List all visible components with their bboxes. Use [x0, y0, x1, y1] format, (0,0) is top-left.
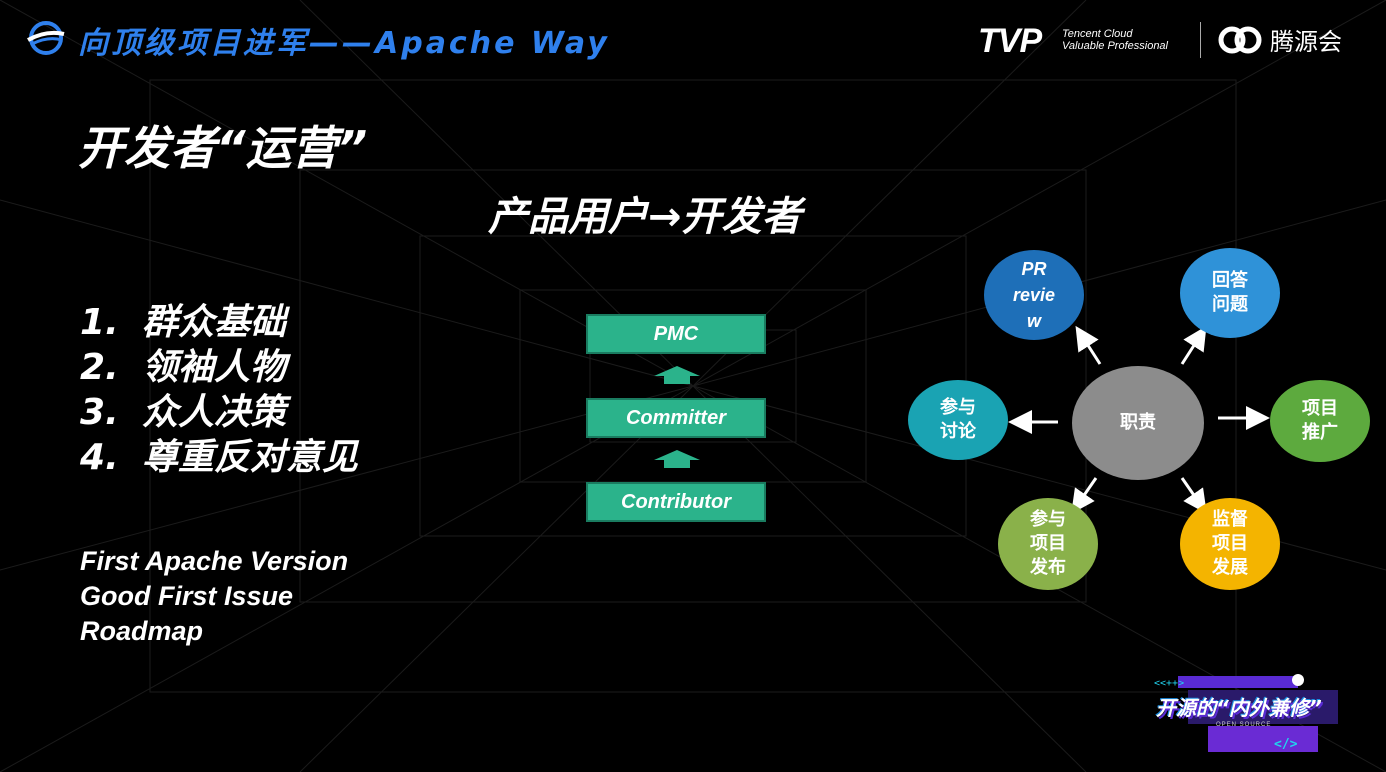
arrow-to-supervise: [1180, 477, 1207, 514]
list-item-text: 尊重反对意见: [142, 437, 359, 478]
tvp-tagline-line1: Tencent Cloud: [1062, 28, 1133, 40]
node-release: 参与 项目 发布: [998, 498, 1098, 590]
svg-text:</>: </>: [1274, 737, 1298, 752]
brand-logo-icon: [27, 21, 65, 55]
principles-list: 1. 群众基础 2. 领袖人物 3. 众人决策 4. 尊重反对意见: [80, 300, 358, 480]
center-node: 职责: [1072, 366, 1204, 480]
node-supervise: 监督 项目 发展: [1180, 498, 1280, 590]
event-badge-art: <<++> </>: [1154, 674, 1338, 752]
list-item-text: 群众基础: [142, 302, 287, 343]
ladder-level-pmc: PMC: [586, 314, 766, 354]
node-discuss: 参与 讨论: [908, 380, 1008, 460]
list-item: 4. 尊重反对意见: [80, 435, 358, 480]
slide-subtitle: 产品用户→开发者: [488, 194, 802, 240]
node-line: 问题: [1212, 294, 1248, 315]
ladder-level-contributor: Contributor: [586, 482, 766, 522]
node-line: revie: [1012, 285, 1056, 305]
list-item: Good First Issue: [80, 581, 294, 611]
node-line: 发布: [1030, 557, 1066, 578]
svg-text:<<++>: <<++>: [1154, 678, 1184, 689]
node-line: 项目: [1030, 533, 1066, 554]
tvp-tagline-line2: Valuable Professional: [1062, 40, 1168, 52]
up-arrow-icon: [654, 450, 700, 468]
list-item-text: 领袖人物: [142, 347, 287, 388]
list-item-number: 3.: [80, 392, 119, 433]
list-item-number: 4.: [80, 437, 119, 478]
list-item: 1. 群众基础: [80, 300, 358, 345]
list-item-number: 2.: [80, 347, 119, 388]
diagram-arrows: [1008, 325, 1270, 514]
node-promote: 项目 推广: [1270, 380, 1370, 462]
node-answer-questions: 回答 问题: [1180, 248, 1280, 338]
node-line: 参与: [1030, 509, 1066, 530]
event-badge: <<++> </> 开源的“内外兼修” OPEN SOURCE: [1148, 672, 1342, 756]
node-pr-review: PR revie w: [984, 250, 1084, 340]
list-item: 3. 众人决策: [80, 390, 358, 435]
list-item: First Apache Version: [80, 546, 349, 576]
arrow-to-release: [1071, 477, 1098, 514]
node-line: 讨论: [940, 421, 976, 442]
tvp-tagline: Tencent Cloud Valuable Professional: [1062, 28, 1168, 52]
event-subtitle: OPEN SOURCE: [1216, 722, 1272, 728]
node-line: 推广: [1302, 422, 1338, 443]
node-line: 回答: [1212, 270, 1248, 291]
tvp-logo: TVP: [978, 22, 1042, 60]
header-divider: [1200, 22, 1201, 58]
arrow-to-pr-review: [1075, 325, 1102, 365]
node-line: PR: [1021, 259, 1047, 279]
node-line: 项目: [1212, 533, 1248, 554]
node-line: 发展: [1212, 557, 1248, 578]
section-title: 开发者“运营”: [78, 121, 368, 175]
node-line: w: [1026, 311, 1041, 331]
event-title: 开源的“内外兼修”: [1156, 696, 1322, 720]
tengyuan-logo-icon: [1218, 26, 1262, 54]
list-item-number: 1.: [80, 302, 119, 343]
partner-name: 腾源会: [1270, 28, 1342, 56]
list-item: Roadmap: [80, 616, 204, 646]
node-line: 监督: [1212, 509, 1248, 530]
header-title: 向顶级项目进军——Apache Way: [78, 26, 610, 61]
responsibilities-diagram: 职责 PR revie w 回答 问题 参与 讨论 项目 推广 参与 项目 发布…: [900, 240, 1370, 600]
node-line: 参与: [940, 397, 976, 418]
ladder-level-committer: Committer: [586, 398, 766, 438]
up-arrow-icon: [654, 366, 700, 384]
list-item-text: 众人决策: [142, 392, 287, 433]
node-line: 项目: [1302, 398, 1338, 419]
list-item: 2. 领袖人物: [80, 345, 358, 390]
english-items-list: First Apache Version Good First Issue Ro…: [80, 544, 348, 649]
arrow-to-answer: [1180, 325, 1207, 365]
